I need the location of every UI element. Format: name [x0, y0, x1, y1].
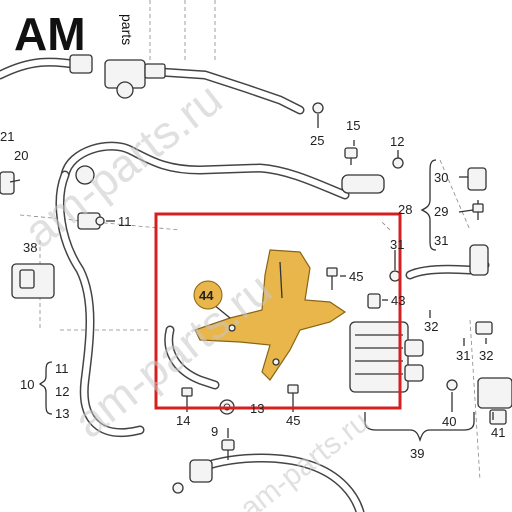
callout-12-top: 12 — [390, 134, 404, 149]
sensor-11 — [77, 212, 105, 230]
am-parts-logo: AM parts — [14, 8, 135, 60]
bracket-21 — [0, 171, 15, 195]
pipe-bottom-hose — [190, 453, 365, 512]
logo-am-text: AM — [14, 8, 86, 60]
pipe-end-31-right — [469, 244, 489, 276]
callout-10: 10 — [20, 377, 34, 392]
callout-45-top: 45 — [349, 269, 363, 284]
callout-29: 29 — [434, 204, 448, 219]
connector-mid — [75, 165, 385, 194]
bolt-45-bottom — [287, 384, 299, 405]
clip-32-right — [475, 321, 493, 335]
callout-44-marker — [193, 280, 223, 310]
callout-15: 15 — [346, 118, 360, 133]
fitting-bottom-left — [172, 459, 213, 494]
oring-25 — [312, 102, 324, 114]
callout-30: 30 — [434, 170, 448, 185]
watermark-text-1: am-parts.ru — [14, 72, 231, 258]
callout-labels: 21 20 11 38 25 15 12 30 28 29 31 31 45 4… — [0, 118, 505, 461]
callout-31-right: 31 — [434, 233, 448, 248]
callout-12-bottom: 12 — [55, 384, 69, 399]
pipe-inside-frame — [164, 325, 220, 390]
callout-28: 28 — [398, 202, 412, 217]
callout-21: 21 — [0, 129, 14, 144]
bracket-38 — [11, 263, 55, 299]
bolt-45-top — [326, 267, 338, 290]
bracket-group-28 — [420, 159, 437, 251]
callout-25: 25 — [310, 133, 324, 148]
bolt-9 — [221, 439, 235, 460]
callout-31-bottom: 31 — [456, 348, 470, 363]
callout-32-right: 32 — [479, 348, 493, 363]
heat-exchanger-39 — [349, 321, 424, 393]
pipe-top-hose — [155, 67, 305, 115]
clamp-left-top — [69, 54, 93, 74]
oring-12-top — [392, 157, 404, 169]
pipe-upper-left — [0, 57, 85, 80]
bracket-group-39 — [364, 412, 475, 443]
logo-parts-text: parts — [119, 14, 135, 45]
callout-11-bottom: 11 — [55, 361, 69, 376]
callout-9: 9 — [211, 424, 218, 439]
watermark-text-2: am-parts.ru — [64, 262, 281, 448]
callout-40: 40 — [442, 414, 456, 429]
pipe-end-bracket-41 — [477, 377, 512, 425]
callout-13-frame: 13 — [250, 401, 264, 416]
valve-29 — [472, 200, 484, 220]
expansion-valve-top — [104, 59, 166, 99]
callout-20: 20 — [14, 148, 28, 163]
callout-44: 44 — [199, 288, 214, 303]
callout-11-top: 11 — [118, 214, 132, 229]
callout-32-mid: 32 — [424, 319, 438, 334]
bolt-14 — [181, 387, 193, 406]
callout-45-bottom: 45 — [286, 413, 300, 428]
callout-39: 39 — [410, 446, 424, 461]
pipe-left-loop — [55, 170, 145, 438]
callout-43: 43 — [391, 293, 405, 308]
cap-30 — [467, 167, 487, 191]
callout-13-bottom: 13 — [55, 406, 69, 421]
callout-38: 38 — [23, 240, 37, 255]
highlight-frame — [154, 212, 402, 410]
bolt-15 — [344, 147, 358, 165]
callout-31-frame: 31 — [390, 237, 404, 252]
callout-14: 14 — [176, 413, 190, 428]
nut-43 — [367, 293, 381, 309]
bracket-group-10 — [39, 361, 53, 415]
pipe-mid-hose — [60, 141, 350, 200]
oring-40 — [446, 379, 458, 391]
callout-41: 41 — [491, 425, 505, 440]
